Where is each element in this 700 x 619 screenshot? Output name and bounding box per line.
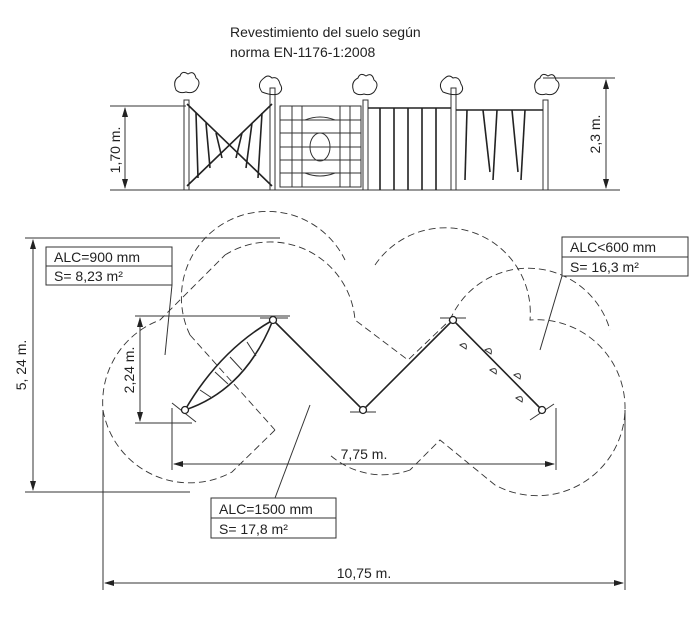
zone-area: S= 16,3 m² [570,259,639,275]
zone-alc: ALC=1500 mm [219,501,313,517]
net-height-label: 2,24 m. [121,347,137,394]
inner-width-label: 7,75 m. [341,446,388,462]
title-line-1: Revestimiento del suelo según [230,24,421,40]
zone-box-1500: ALC=1500 mm S= 17,8 m² [210,497,337,539]
depth-label: 5, 24 m. [13,340,29,391]
height-left-label: 1,70 m. [107,127,123,174]
zone-alc: ALC<600 mm [570,239,656,255]
elevation-view [110,71,620,191]
post-cap-icons [174,71,560,96]
zone-alc: ALC=900 mm [54,249,140,265]
zone-box-900: ALC=900 mm S= 8,23 m² [45,246,173,286]
play-structure-plan [171,315,555,423]
dimension-lines [25,237,626,590]
total-width-label: 10,75 m. [337,565,391,581]
zone-area: S= 8,23 m² [54,268,123,284]
safety-zone-outline [102,211,626,497]
zone-area: S= 17,8 m² [219,521,288,537]
height-right-label: 2,3 m. [587,115,603,154]
zone-box-600: ALC<600 mm S= 16,3 m² [561,236,689,277]
title-line-2: norma EN-1176-1:2008 [230,44,375,60]
